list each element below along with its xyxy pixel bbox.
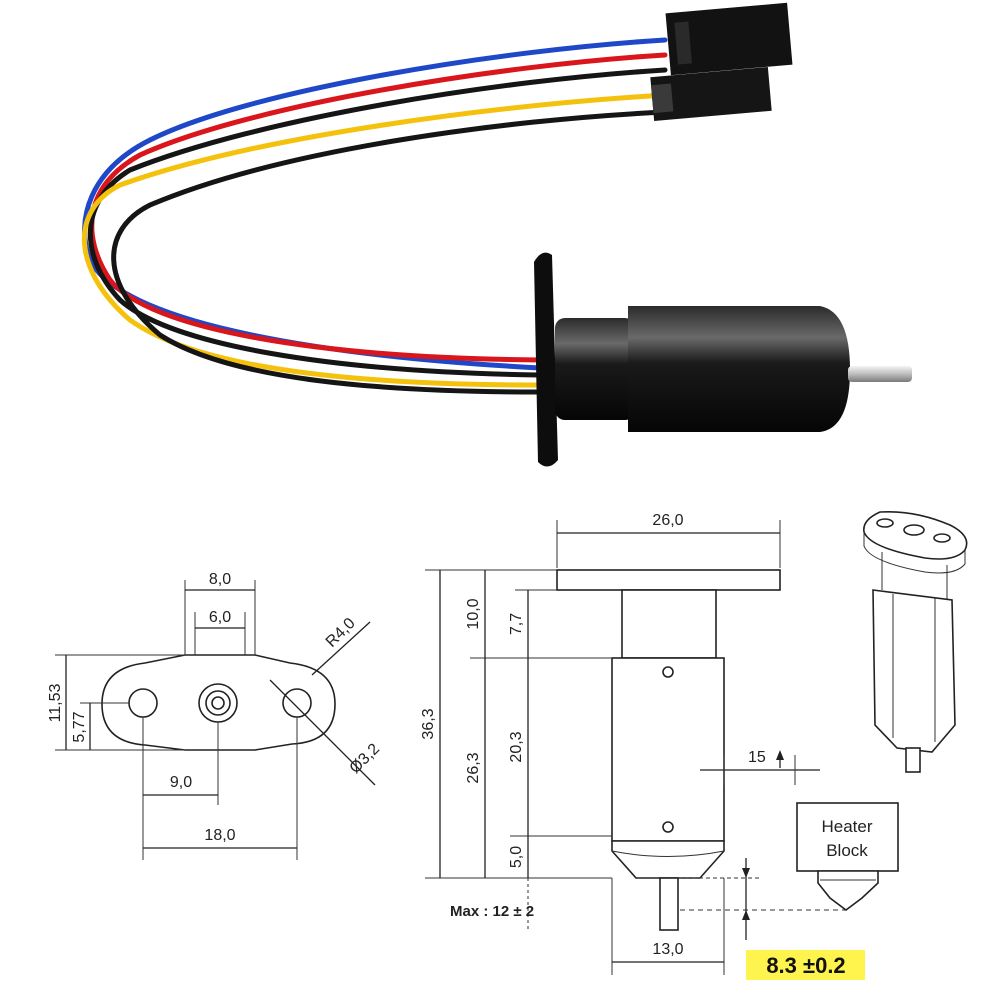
- iso-body: [872, 589, 956, 753]
- dim-hole-offset: 5,77: [71, 711, 88, 742]
- side-screw-bottom: [662, 821, 674, 833]
- flange-hole-left: [128, 688, 158, 718]
- dim-tip-section: 5,0: [508, 846, 525, 868]
- dupont-connector-lower: [650, 66, 772, 122]
- wire-black-2: [111, 109, 668, 395]
- side-collar: [621, 589, 717, 659]
- trigger-offset-highlight: [746, 950, 865, 980]
- dim-flange-width: 26,0: [652, 512, 683, 529]
- collar-photo: [555, 318, 635, 420]
- trigger-offset: 8.3 ±0.2: [678, 858, 865, 980]
- pin-photo: [848, 366, 912, 382]
- heater-block-box: [796, 802, 899, 872]
- dim-half-spacing: 9,0: [170, 774, 192, 791]
- probe-body-photo: [628, 306, 850, 432]
- side-body-tip: [611, 840, 725, 879]
- dim-body-mid: 20,3: [508, 731, 525, 762]
- heater-nozzle: [817, 870, 879, 911]
- dim-hole-spacing: 18,0: [204, 827, 235, 844]
- wire-bundle: [82, 37, 668, 395]
- dim-hole-diameter: Ø3,2: [347, 740, 384, 777]
- side-screw-top: [662, 666, 674, 678]
- sensor-probe-photo: [534, 252, 912, 467]
- side-body: [611, 657, 725, 842]
- side-pin: [659, 877, 679, 931]
- dim-pin-offset: 15: [748, 749, 766, 766]
- dim-max-stroke: Max : 12 ± 2: [450, 903, 534, 920]
- mount-flange-photo: [534, 252, 558, 467]
- side-view: 26,0 36,3 10,0 26,3 7,7 20,3 5,0 Max : 1…: [420, 512, 820, 975]
- heater-block: Heater Block: [796, 802, 899, 911]
- dim-body-length: 26,3: [465, 752, 482, 783]
- flange-hole-right: [282, 688, 312, 718]
- iso-pin: [905, 747, 921, 773]
- dim-upper-section: 10,0: [465, 598, 482, 629]
- wire-black-1: [88, 67, 668, 378]
- flange-top-view: 8,0 6,0 11,53 5,77 9,0 18,0 R4,0 Ø3,2: [47, 571, 383, 860]
- arrow-up-icon: [776, 750, 784, 760]
- wire-yellow: [82, 92, 668, 388]
- trigger-offset-value: 8.3 ±0.2: [766, 953, 845, 978]
- dupont-connector-upper: [665, 2, 793, 76]
- dim-total-length: 36,3: [420, 708, 437, 739]
- dim-end-radius: R4,0: [323, 615, 359, 651]
- dim-height: 11,53: [47, 683, 64, 722]
- isometric-view: [863, 510, 968, 773]
- side-flange: [556, 569, 781, 591]
- dim-width-inner: 6,0: [209, 609, 231, 626]
- heater-block-label-1: Heater: [821, 817, 872, 836]
- dim-width-outer: 8,0: [209, 571, 231, 588]
- product-photo: [82, 2, 912, 467]
- dim-body-width: 13,0: [652, 941, 683, 958]
- dim-collar: 7,7: [508, 613, 525, 635]
- heater-block-label-2: Block: [826, 841, 868, 860]
- flange-center-ring-inner: [211, 696, 225, 710]
